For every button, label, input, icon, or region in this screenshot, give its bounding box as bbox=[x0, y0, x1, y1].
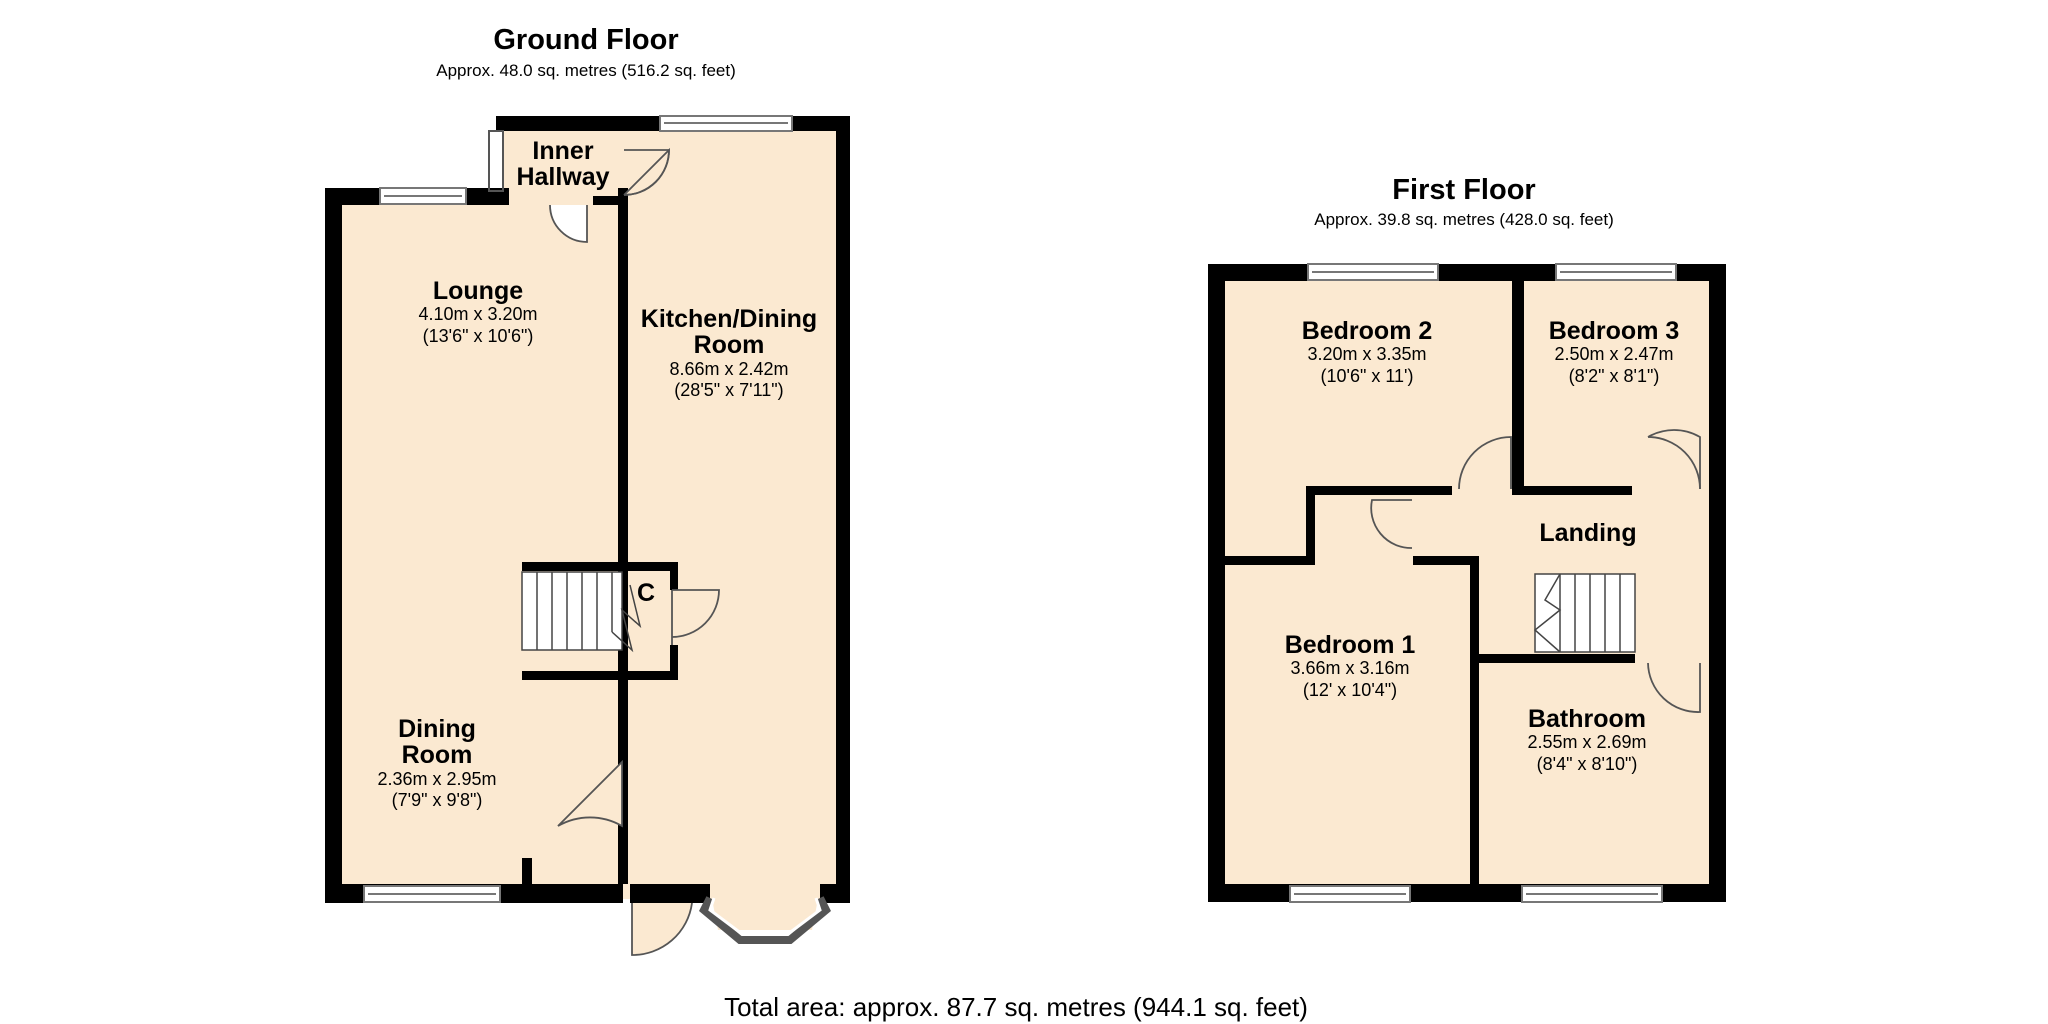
kitchen-name-line1: Kitchen/Dining bbox=[640, 305, 818, 333]
inner-hallway-name-line2: Hallway bbox=[516, 163, 610, 192]
bedroom2-dim-metric: 3.20m x 3.35m bbox=[1307, 344, 1427, 365]
kitchen-dim-metric: 8.66m x 2.42m bbox=[669, 358, 789, 379]
inner-hallway-name-line1: Inner bbox=[532, 137, 594, 165]
kitchen-label: Kitchen/Dining Room 8.66m x 2.42m (28'5"… bbox=[641, 306, 817, 402]
bedroom2-name: Bedroom 2 bbox=[1301, 317, 1433, 345]
bedroom2-dim-imperial: (10'6" x 11') bbox=[1320, 365, 1414, 386]
bedroom3-label: Bedroom 3 2.50m x 2.47m (8'2" x 8'1") bbox=[1549, 318, 1680, 387]
bedroom1-label: Bedroom 1 3.66m x 3.16m (12' x 10'4") bbox=[1285, 632, 1416, 701]
dining-room-label: Dining Room 2.36m x 2.95m (7'9" x 9'8") bbox=[377, 716, 496, 812]
lounge-dim-imperial: (13'6" x 10'6") bbox=[422, 325, 534, 346]
inner-hallway-label: Inner Hallway bbox=[516, 138, 609, 191]
first-floor-area: Approx. 39.8 sq. metres (428.0 sq. feet) bbox=[1314, 210, 1614, 229]
bedroom1-dim-metric: 3.66m x 3.16m bbox=[1290, 658, 1410, 679]
dining-name-line1: Dining bbox=[398, 715, 476, 743]
ground-windows bbox=[363, 115, 831, 944]
ground-doors bbox=[549, 147, 720, 956]
dining-name-line2: Room bbox=[401, 741, 473, 770]
inner-hallway-walls bbox=[488, 130, 504, 192]
first-floor-title: First Floor bbox=[1392, 174, 1536, 206]
bedroom3-dim-metric: 2.50m x 2.47m bbox=[1554, 344, 1674, 365]
kitchen-dim-imperial: (28'5" x 7'11") bbox=[674, 380, 784, 401]
bathroom-dim-metric: 2.55m x 2.69m bbox=[1527, 732, 1647, 753]
lounge-dim-metric: 4.10m x 3.20m bbox=[418, 304, 538, 325]
bedroom3-name: Bedroom 3 bbox=[1548, 317, 1680, 345]
kitchen-name-line2: Room bbox=[693, 331, 765, 360]
bedroom1-name: Bedroom 1 bbox=[1284, 631, 1416, 659]
bedroom1-dim-imperial: (12' x 10'4") bbox=[1302, 679, 1398, 700]
ground-staircase bbox=[521, 571, 642, 653]
kitchen-fill bbox=[623, 131, 836, 899]
dining-dim-imperial: (7'9" x 9'8") bbox=[391, 790, 483, 811]
dining-dim-metric: 2.36m x 2.95m bbox=[377, 768, 497, 789]
cupboard-label: C bbox=[636, 579, 656, 607]
first-staircase bbox=[1533, 573, 1636, 653]
ground-floor-area: Approx. 48.0 sq. metres (516.2 sq. feet) bbox=[436, 61, 736, 80]
total-area: Total area: approx. 87.7 sq. metres (944… bbox=[724, 992, 1308, 1022]
lounge-label: Lounge 4.10m x 3.20m (13'6" x 10'6") bbox=[418, 278, 537, 347]
lounge-name: Lounge bbox=[432, 277, 524, 305]
bathroom-dim-imperial: (8'4" x 8'10") bbox=[1536, 753, 1638, 774]
ground-floor-title: Ground Floor bbox=[493, 24, 679, 56]
landing-label: Landing bbox=[1539, 519, 1637, 547]
bay-window-fill bbox=[712, 899, 818, 930]
lounge-dining-fill bbox=[341, 205, 623, 899]
bedroom3-dim-imperial: (8'2" x 8'1") bbox=[1568, 365, 1660, 386]
inner-hallway-fill bbox=[503, 131, 623, 205]
first-windows bbox=[1289, 263, 1677, 903]
ground-floor-plan bbox=[325, 115, 850, 956]
bedroom2-label: Bedroom 2 3.20m x 3.35m (10'6" x 11') bbox=[1302, 318, 1433, 387]
cupboard-walls bbox=[522, 562, 678, 680]
bathroom-name: Bathroom bbox=[1527, 705, 1647, 733]
first-doors bbox=[1370, 429, 1701, 713]
bathroom-label: Bathroom 2.55m x 2.69m (8'4" x 8'10") bbox=[1527, 706, 1646, 775]
first-floor-plan bbox=[1208, 263, 1726, 903]
